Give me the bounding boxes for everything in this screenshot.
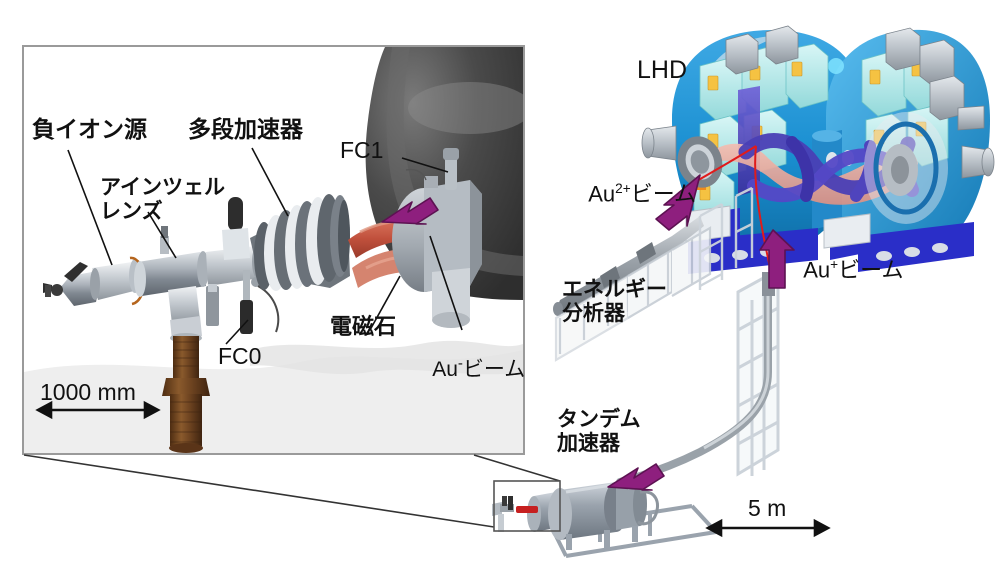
upper-probe <box>222 197 250 260</box>
exit-port-ring <box>677 136 723 188</box>
au-minus-beam-word: ビーム <box>462 357 526 381</box>
overview-scale-bar <box>705 518 831 538</box>
label-electromagnet: 電磁石 <box>330 315 397 340</box>
magnifier-box <box>493 480 561 532</box>
au2plus-charge: 2+ <box>615 180 631 196</box>
label-einzel-lens: アインツェル レンズ <box>100 175 225 223</box>
au-minus-symbol: Au <box>432 357 458 381</box>
inset-scale-bar <box>35 400 161 420</box>
au2plus-symbol: Au <box>588 180 616 206</box>
label-energy-analyzer: エネルギー 分析器 <box>562 277 667 325</box>
label-inset-scale: 1000 mm <box>40 379 136 405</box>
au-minus-beam-arrow <box>381 197 439 225</box>
tandem-accelerator <box>492 476 718 558</box>
negative-ion-source-body <box>43 256 146 306</box>
label-fc1: FC1 <box>340 137 384 163</box>
hv-insulator-stack <box>162 336 210 453</box>
au2plus-beam-arrow <box>655 174 701 231</box>
auplus-charge: + <box>830 256 839 272</box>
au-minus-charge: - <box>457 354 463 372</box>
inset-leader-lines <box>67 147 463 345</box>
tandem-beam-arrow <box>607 463 665 491</box>
label-au2plus-beam: Au2+ビーム <box>565 156 696 231</box>
floor-shadow <box>24 350 523 453</box>
auplus-beam-word: ビーム <box>838 256 904 282</box>
label-overview-scale: 5 m <box>748 495 787 521</box>
label-auplus-beam: Au+ビーム <box>780 232 903 307</box>
label-tandem-accelerator: タンデム 加速器 <box>557 407 641 455</box>
vessel-gloss <box>408 82 523 134</box>
magnifier-callout <box>23 454 561 528</box>
energy-analyzer <box>553 186 754 362</box>
multistage-accelerator <box>250 194 350 291</box>
label-au-minus-beam: Au-ビーム <box>410 332 525 405</box>
label-fc0: FC0 <box>218 343 262 369</box>
auplus-beam-arrow <box>759 229 795 289</box>
fc1-probe <box>445 156 457 190</box>
lhd-device <box>641 25 995 274</box>
floor-shadow-2 <box>250 340 523 375</box>
auplus-symbol: Au <box>803 256 831 282</box>
au2plus-beam-word: ビーム <box>630 180 697 206</box>
mini-ion-source <box>492 496 514 532</box>
label-lhd: LHD <box>637 56 688 84</box>
label-negative-ion-source: 負イオン源 <box>32 117 147 143</box>
label-multistage-accelerator: 多段加速器 <box>188 117 303 143</box>
